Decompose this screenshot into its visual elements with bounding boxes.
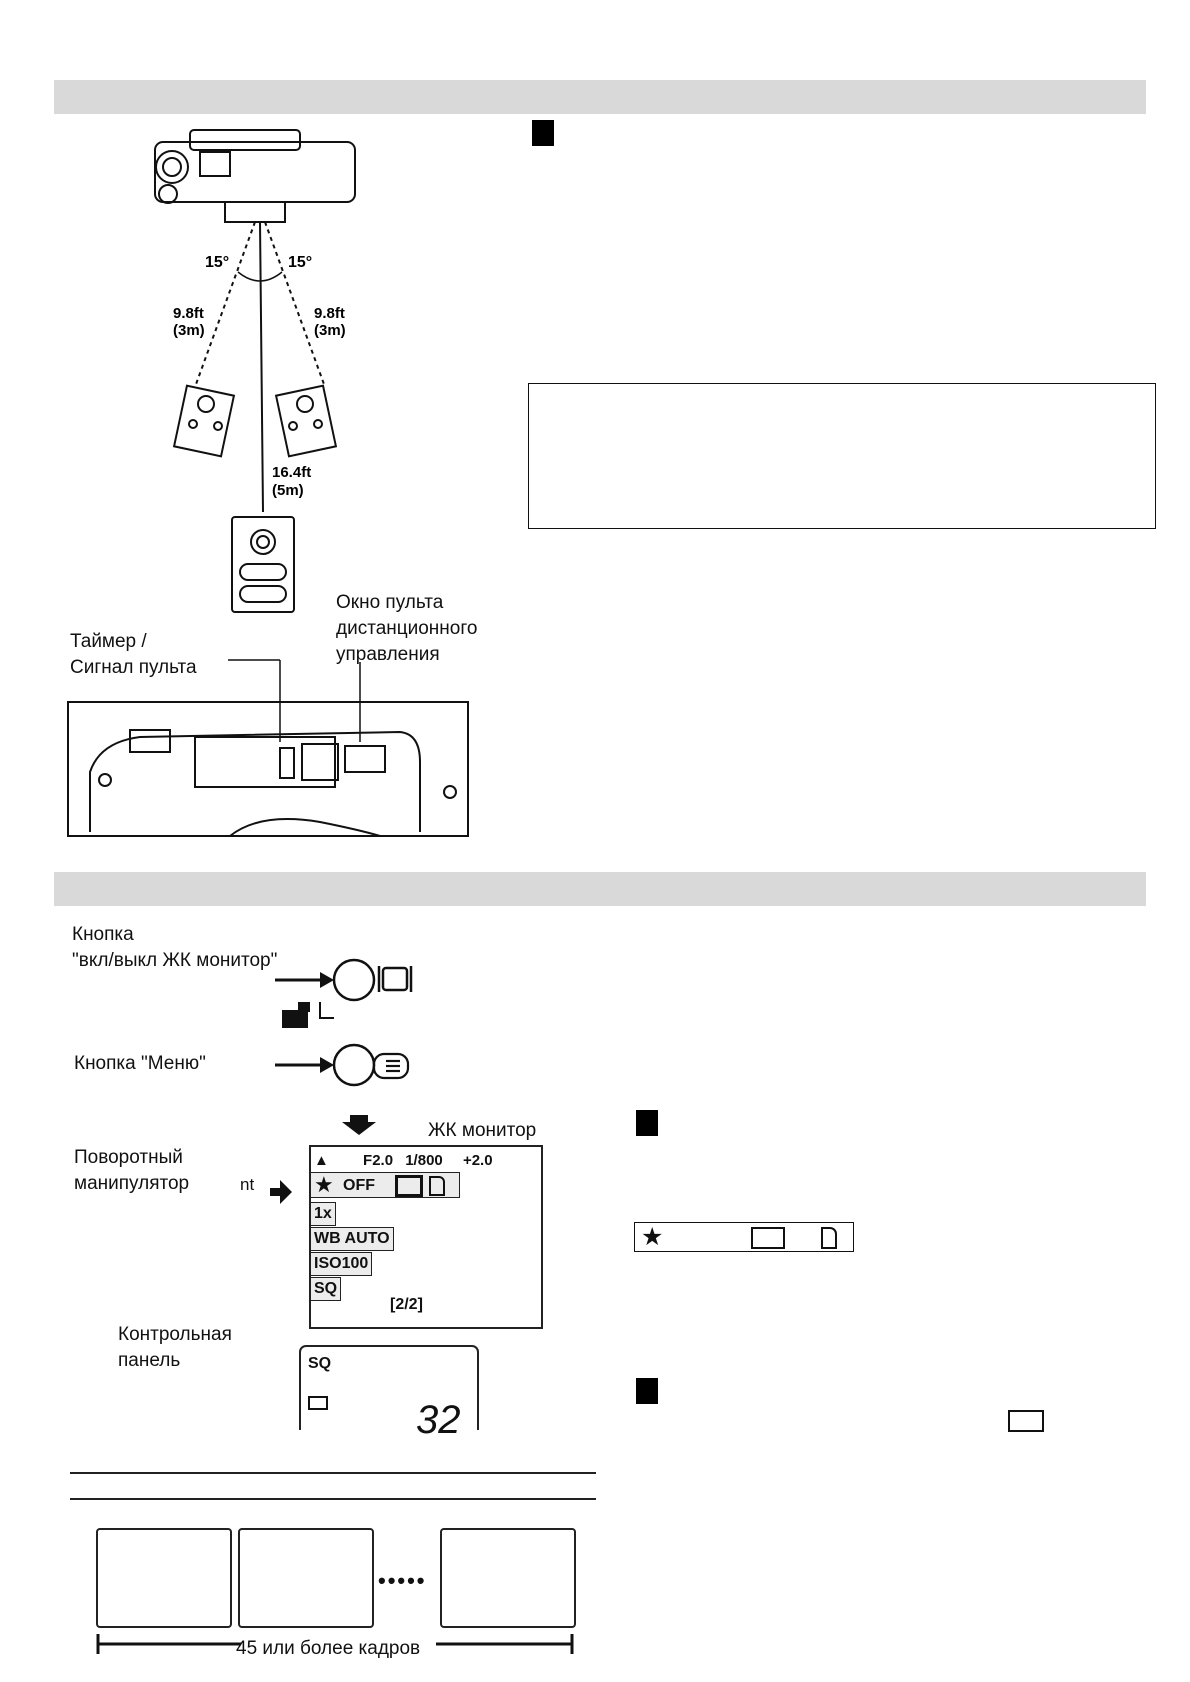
lcd-exposure: +2.0 <box>462 1152 493 1169</box>
menu-list-icon <box>372 1052 410 1080</box>
star-icon: ★ <box>641 1223 664 1251</box>
lcd-monitor-label: ЖК монитор <box>428 1120 537 1141</box>
control-panel-label-line2: панель <box>118 1350 181 1371</box>
rule-top <box>70 1472 596 1474</box>
rule-bottom <box>70 1498 596 1500</box>
step-marker-3 <box>636 1378 658 1404</box>
remote-center-drawing <box>231 516 295 613</box>
lcd-top-line: ▲ F2.0 1/800 +2.0 <box>314 1152 493 1169</box>
dist-right-m: (3m) <box>314 322 346 339</box>
lcd-triangle: ▲ <box>314 1152 329 1169</box>
lcd-aperture: F2.0 <box>363 1152 394 1169</box>
dial-label-line2: манипулятор <box>74 1173 190 1194</box>
control-panel-label-line1: Контрольная <box>118 1324 232 1345</box>
section-header-bar-remote <box>54 80 1146 114</box>
timer-label-line1: Таймер / <box>70 631 147 652</box>
lcd-menu-row-5: SQ <box>310 1277 342 1301</box>
panel-mode: SQ <box>308 1355 332 1372</box>
sequence-icon <box>751 1227 785 1249</box>
camera-icon <box>282 1002 310 1028</box>
lcd-menu-row-2: 1x <box>310 1202 336 1226</box>
frame-last <box>440 1528 576 1628</box>
mode-icons-box: ★ <box>634 1222 854 1252</box>
menu-button-label: Кнопка "Меню" <box>74 1053 206 1074</box>
note-box <box>528 383 1156 529</box>
frame-2 <box>238 1528 374 1628</box>
remote-range-diagram: 15° 15° 9.8ft (3m) 9.8ft (3m) 16.4ft (5m… <box>67 129 469 837</box>
single-frame-icon <box>821 1227 837 1249</box>
remote-left-drawing <box>172 384 236 458</box>
step-marker-1 <box>532 120 554 146</box>
remote-right-drawing <box>274 384 338 458</box>
menu-button-drawing <box>332 1043 376 1087</box>
control-panel-drawing <box>299 1345 479 1430</box>
camera-top-drawing <box>154 129 356 223</box>
sequence-icon <box>395 1175 423 1197</box>
frame-1 <box>96 1528 232 1628</box>
lcd-menu-row-1: ★ OFF <box>310 1172 460 1198</box>
window-label-line3: управления <box>336 644 440 665</box>
lcd-menu-off: OFF <box>343 1177 375 1194</box>
section-header-bar-sequence <box>54 872 1146 906</box>
dial-label-line1: Поворотный <box>74 1147 183 1168</box>
window-label-line2: дистанционного <box>336 618 478 639</box>
timer-label-line2: Сигнал пульта <box>70 657 197 678</box>
sequence-icon <box>308 1396 328 1410</box>
frames-ellipsis: ••••• <box>378 1568 427 1593</box>
dial-fragment-label: nt <box>240 1175 255 1194</box>
frames-caption: 45 или более кадров <box>236 1638 421 1659</box>
lcd-shutter: 1/800 <box>405 1152 443 1169</box>
dist-left-ft: 9.8ft <box>173 305 204 322</box>
frames-span-bracket <box>96 1634 574 1654</box>
lcd-menu-row-3: WB AUTO <box>310 1227 394 1251</box>
dist-left-m: (3m) <box>173 322 205 339</box>
camera-front-drawing <box>89 729 457 837</box>
monitor-icon <box>377 966 413 992</box>
panel-count: 32 <box>416 1398 461 1442</box>
lcd-button-label-line2: "вкл/выкл ЖК монитор" <box>72 950 278 971</box>
dist-center-m: (5m) <box>272 482 304 499</box>
lcd-page-indicator: [2/2] <box>390 1296 423 1313</box>
dist-right-ft: 9.8ft <box>314 305 345 322</box>
sequence-icon <box>1008 1410 1044 1432</box>
dist-center-ft: 16.4ft <box>272 464 311 481</box>
angle-right-label: 15° <box>288 254 312 271</box>
star-icon: ★ <box>314 1172 334 1197</box>
lcd-menu-row-4: ISO100 <box>310 1252 373 1276</box>
angle-left-label: 15° <box>205 254 229 271</box>
lcd-toggle-button-drawing <box>332 958 376 1002</box>
window-label-line1: Окно пульта <box>336 592 444 613</box>
lcd-button-label-line1: Кнопка <box>72 924 134 945</box>
step-marker-2 <box>636 1110 658 1136</box>
single-frame-icon <box>429 1176 445 1196</box>
